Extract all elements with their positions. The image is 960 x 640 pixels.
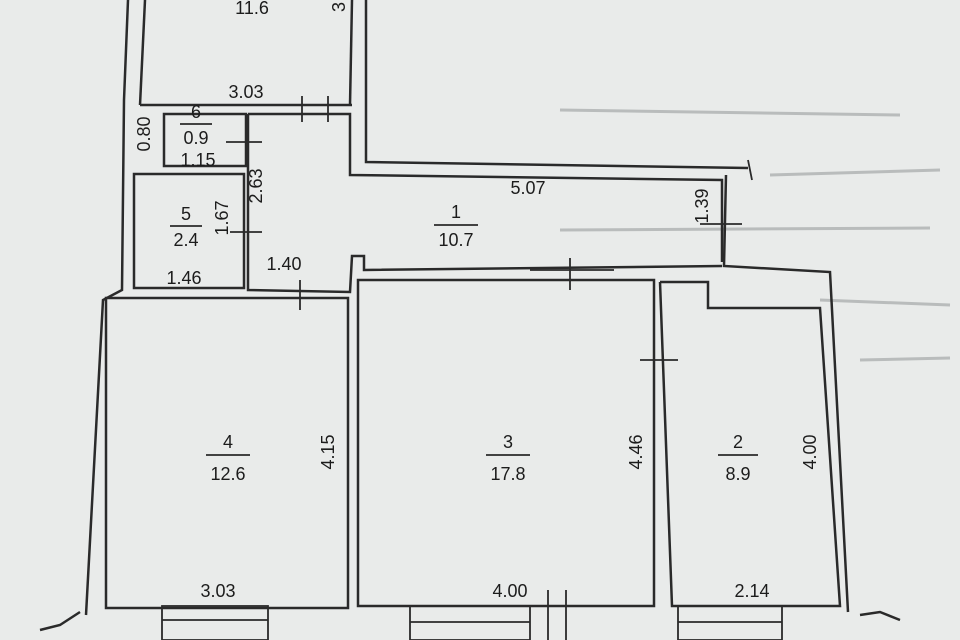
room-1-number: 1: [451, 202, 461, 222]
windows: [39, 590, 901, 640]
room-5-outline: [132, 172, 246, 290]
room-6-area: 0.9: [183, 128, 208, 148]
room-1-outline: [246, 112, 742, 310]
outer-walls: [84, 0, 850, 616]
dim-room-2-height: 4.00: [800, 434, 820, 469]
paper-background: [559, 108, 951, 362]
dim-room-3-width: 4.00: [492, 581, 527, 601]
room-3-number: 3: [503, 432, 513, 452]
room-5-number: 5: [181, 204, 191, 224]
dim-bath-width: 1.46: [166, 268, 201, 288]
dim-room-4-width: 3.03: [200, 581, 235, 601]
room-4-outline: [104, 296, 350, 610]
room-6-outline: [162, 112, 248, 168]
top-room-side: 3: [329, 2, 349, 12]
dim-room-3-height: 4.46: [626, 434, 646, 469]
room-2-outline: [658, 280, 842, 608]
dim-room-4-height: 4.15: [318, 434, 338, 469]
room-4-number: 4: [223, 432, 233, 452]
room-6-number: 6: [191, 102, 201, 122]
dim-closet-height: 0.80: [134, 116, 154, 151]
dim-bath-wall: 1.67: [212, 200, 232, 235]
dim-closet-width: 1.15: [180, 150, 215, 170]
room-4-area: 12.6: [210, 464, 245, 484]
room-5-area: 2.4: [173, 230, 198, 250]
top-room-area: 11.6: [235, 0, 269, 18]
dim-room-2-width: 2.14: [734, 581, 769, 601]
room-1-area: 10.7: [438, 230, 473, 250]
dim-entry-width: 1.39: [692, 188, 712, 223]
room-3-area: 17.8: [490, 464, 525, 484]
dim-hall-width: 5.07: [510, 178, 545, 198]
dim-hall-height: 2.63: [246, 168, 266, 203]
top-room: [140, 96, 352, 122]
room-2-number: 2: [733, 432, 743, 452]
dim-corridor-gap: 1.40: [266, 254, 301, 274]
dim-top-room-width: 3.03: [228, 82, 263, 102]
room-2-area: 8.9: [725, 464, 750, 484]
